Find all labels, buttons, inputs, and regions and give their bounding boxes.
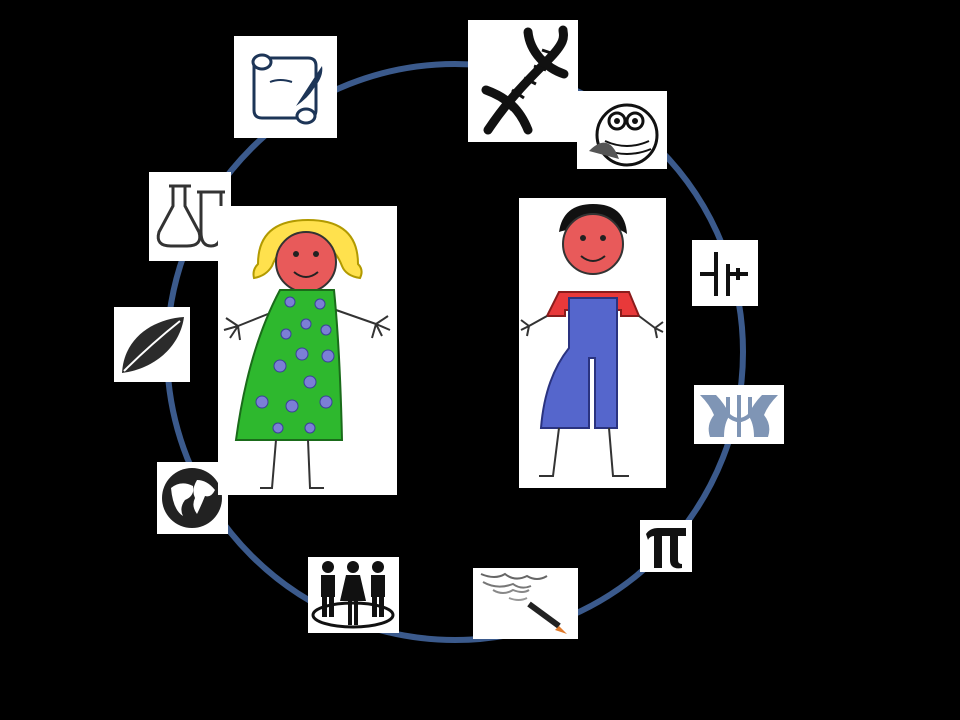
globe-icon [157,462,228,534]
dna-helix-icon [468,20,578,142]
pi-symbol-icon [640,520,692,572]
label-fragment-left: e [219,96,236,129]
girl-drawing [218,206,397,495]
people-group-icon [308,557,399,633]
laboratory-flasks-icon [149,172,231,261]
boy-drawing [519,198,666,488]
owl-icon [577,91,667,169]
leaf-icon [114,307,190,382]
battery-symbol-icon [692,240,758,306]
psychology-psi-icon [694,385,784,444]
pen-writing-icon [473,568,578,639]
scroll-quill-icon [234,36,337,138]
